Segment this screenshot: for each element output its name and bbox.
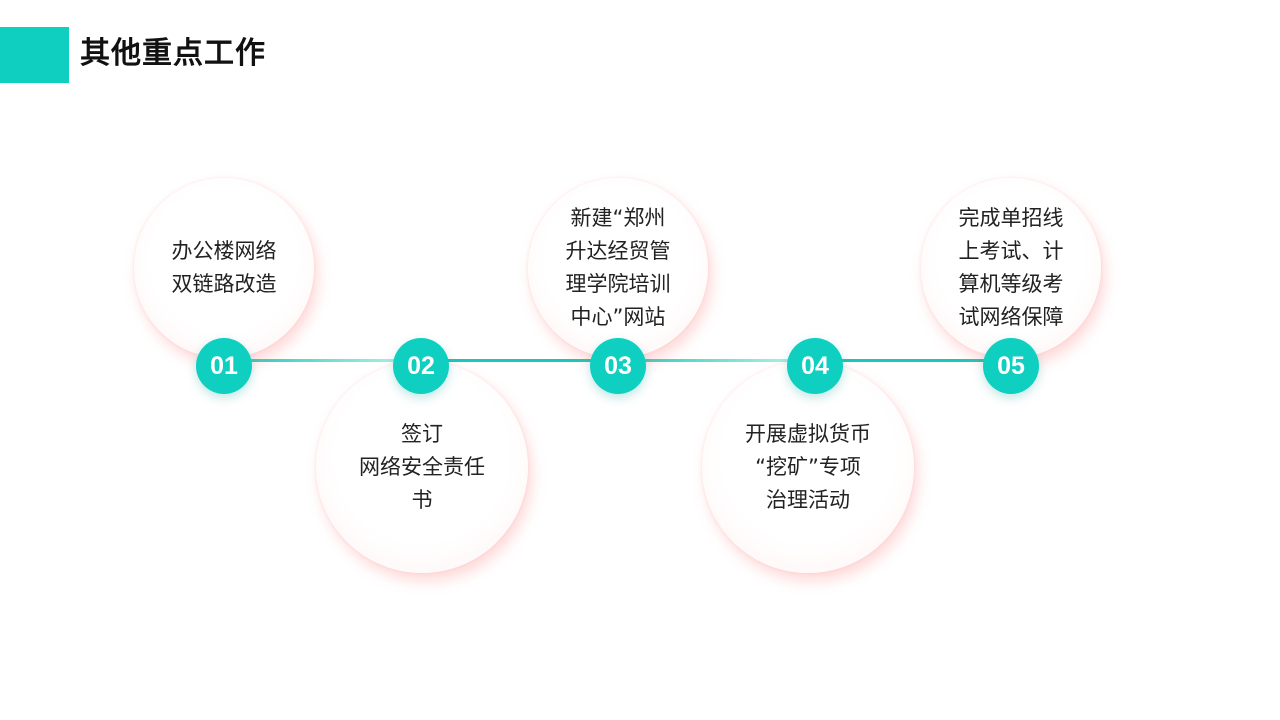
step-2-bubble: 签订 网络安全责任 书 — [316, 361, 528, 573]
step-2-number: 02 — [393, 338, 449, 394]
step-4-bubble: 开展虚拟货币 “挖矿”专项 治理活动 — [702, 361, 914, 573]
step-1-number: 01 — [196, 338, 252, 394]
title-accent-block — [0, 27, 69, 83]
step-2-text: 签订 网络安全责任 书 — [359, 421, 485, 512]
step-5-bubble: 完成单招线 上考试、计 算机等级考 试网络保障 — [921, 178, 1101, 358]
step-1-bubble: 办公楼网络 双链路改造 — [134, 178, 314, 358]
step-4-text: 开展虚拟货币 “挖矿”专项 治理活动 — [745, 421, 871, 512]
page-title: 其他重点工作 — [80, 36, 266, 71]
step-3-bubble: 新建“郑州 升达经贸管 理学院培训 中心”网站 — [528, 178, 708, 358]
step-5-number: 05 — [983, 338, 1039, 394]
step-5-text: 完成单招线 上考试、计 算机等级考 试网络保障 — [958, 206, 1064, 329]
step-3-number: 03 — [590, 338, 646, 394]
step-4-number: 04 — [787, 338, 843, 394]
step-3-text: 新建“郑州 升达经贸管 理学院培训 中心”网站 — [565, 206, 671, 329]
step-1-text: 办公楼网络 双链路改造 — [171, 239, 277, 296]
